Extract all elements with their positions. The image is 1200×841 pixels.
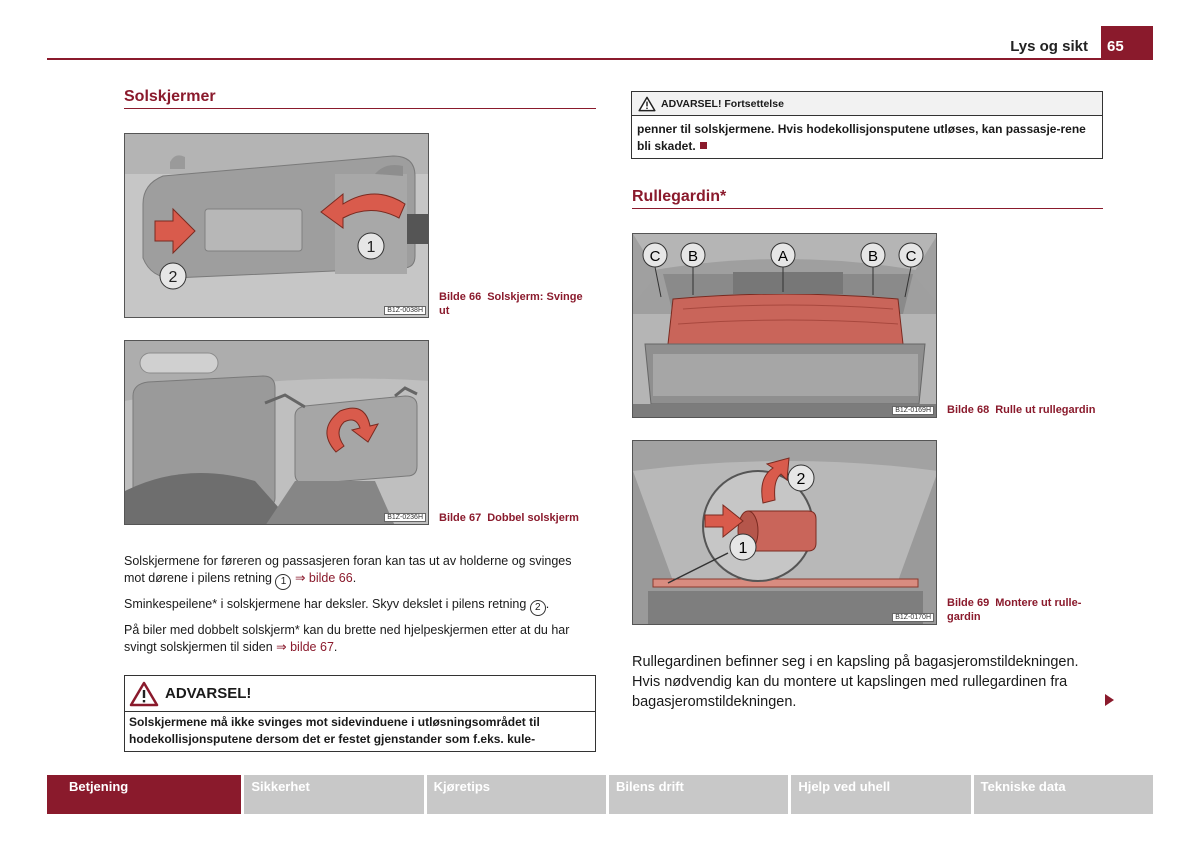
caption-fig67-text: Dobbel solskjerm [487,512,579,524]
caption-fig67: Bilde 67 Dobbel solskjerm [439,511,594,525]
tab-sikkerhet[interactable]: Sikkerhet [244,775,424,814]
caption-fig69-number: Bilde 69 [947,597,990,609]
warning-triangle-icon [129,681,159,706]
caption-fig67-number: Bilde 67 [439,512,482,524]
figure-66-sun-visor-swing: 1 2 B1Z-0038H [124,133,429,318]
tab-bilens-drift[interactable]: Bilens drift [608,775,789,814]
caption-fig66-text: Solskjerm: Svinge ut [439,291,583,317]
section-rule-left [124,108,596,109]
paragraph-visor-swing: Solskjermene for føreren og passasjeren … [124,553,594,590]
caption-fig68-number: Bilde 68 [947,404,990,416]
section-title-rullegardin: Rullegardin* [632,188,727,205]
caption-fig66-number: Bilde 66 [439,291,482,303]
page-number: 65 [1101,26,1153,60]
p2-text: Sminkespeilene* i solskjermene har deksl… [124,597,527,611]
warning-box: ADVARSEL! Solskjermene må ikke svinges m… [124,675,596,752]
p1-circled-1: 1 [275,574,292,590]
warning-title: ADVARSEL! [165,685,252,702]
warning-continued-text: penner til solskjermene. Hvis hodekollis… [637,122,1086,153]
fig69-code: B1Z-0170H [892,613,934,622]
link-bilde-67[interactable]: ⇒ bilde 67 [276,640,334,654]
figure-67-double-sun-visor: B1Z-0236H [124,340,429,525]
warning-continued-header: ADVARSEL! Fortsettelse [632,92,1102,116]
caption-fig69-text: Montere ut rulle-gardin [947,597,1082,623]
fig68-label-c-right: C [906,248,917,265]
figure-68-roll-out-blind: C B A B C B1Z-0169H [632,233,937,418]
link-bilde-66[interactable]: ⇒ bilde 66 [294,571,353,585]
tab-tekniske-data[interactable]: Tekniske data [973,775,1153,814]
warning-body: Solskjermene må ikke svinges mot sidevin… [129,715,540,746]
caption-fig68-text: Rulle ut rullegardin [995,404,1096,416]
p3-end: . [333,640,338,654]
figure-69-remove-blind: 1 2 B1Z-0170H [632,440,937,625]
fig66-marker-2: 2 [169,269,178,286]
end-marker-icon [699,142,707,149]
p1-end: . [352,571,357,585]
chapter-tabs: Betjening Sikkerhet Kjøretips Bilens dri… [47,775,1153,814]
p1-text: Solskjermene for føreren og passasjeren … [124,554,572,585]
warning-continued-title: ADVARSEL! Fortsettelse [661,97,784,110]
warning-continued-box: ADVARSEL! Fortsettelse penner til solskj… [631,91,1103,159]
fig66-code: B1Z-0038H [384,306,426,315]
warning-triangle-small-icon [638,96,656,111]
paragraph-makeup-mirror: Sminkespeilene* i solskjermene har deksl… [124,596,594,616]
fig68-label-b-left: B [688,248,698,265]
fig69-marker-2: 2 [797,471,806,488]
fig68-code: B1Z-0169H [892,406,934,415]
paragraph-rullegardin: Rullegardinen befinner seg i en kapsling… [632,654,1079,710]
section-title-solskjermer: Solskjermer [124,88,216,105]
chapter-title: Lys og sikt [1010,38,1088,55]
warning-header: ADVARSEL! [125,676,595,712]
p2-end: . [545,597,550,611]
fig66-marker-1: 1 [367,239,376,256]
warning-continued-body: penner til solskjermene. Hvis hodekollis… [632,116,1102,155]
p3-text: På biler med dobbelt solskjerm* kan du b… [124,623,570,654]
p2-circled-2: 2 [529,600,546,616]
fig69-marker-1: 1 [739,540,748,557]
paragraph-double-visor: På biler med dobbelt solskjerm* kan du b… [124,622,594,656]
header-rule [47,58,1153,60]
section-rule-right [632,208,1103,209]
tab-betjening[interactable]: Betjening [47,775,242,814]
tab-hjelp-ved-uhell[interactable]: Hjelp ved uhell [791,775,971,814]
caption-fig68: Bilde 68 Rulle ut rullegardin [947,403,1107,417]
fig67-code: B1Z-0236H [384,513,426,522]
fig68-label-b-right: B [868,248,878,265]
continue-arrow-icon [1105,694,1114,706]
fig68-label-a: A [778,248,788,265]
tab-kjoretips[interactable]: Kjøretips [426,775,606,814]
fig68-label-c-left: C [650,248,661,265]
